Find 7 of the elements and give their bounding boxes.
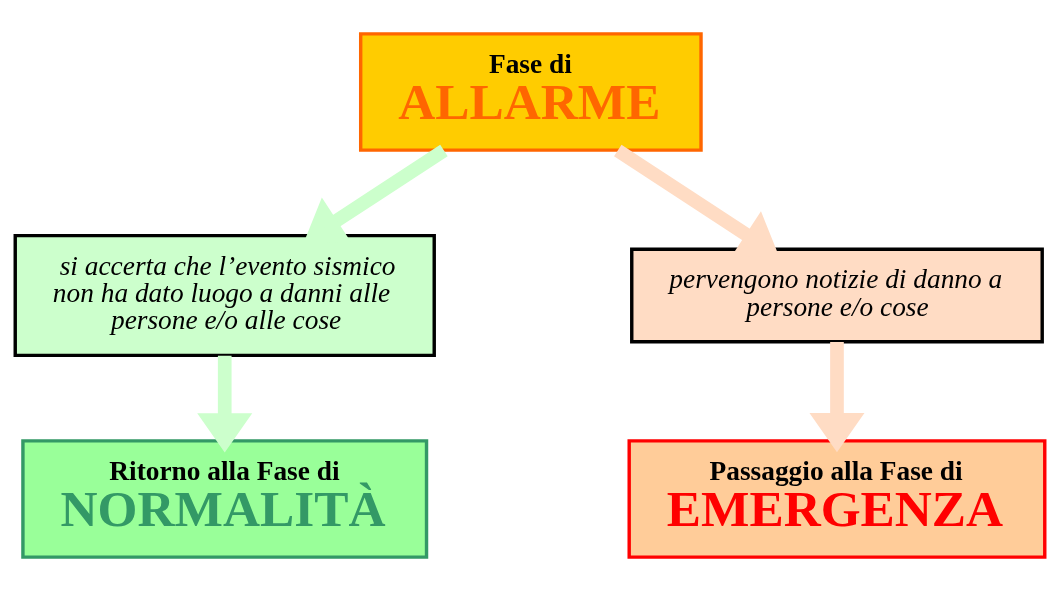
arrow — [809, 341, 865, 452]
node-box: pervengono notizie di danno a persone e/o cose — [630, 247, 1044, 343]
node-box: Fase di ALLARME — [359, 31, 703, 152]
node-box: si accerta che l’evento sismico non ha dato luogo a danni alle persone e/o alle cose — [13, 233, 436, 357]
node-box: Passaggio alla Fase di EMERGENZA — [627, 438, 1047, 559]
arrow — [197, 355, 253, 452]
node-box: Ritorno alla Fase di NORMALITÀ — [21, 438, 429, 559]
